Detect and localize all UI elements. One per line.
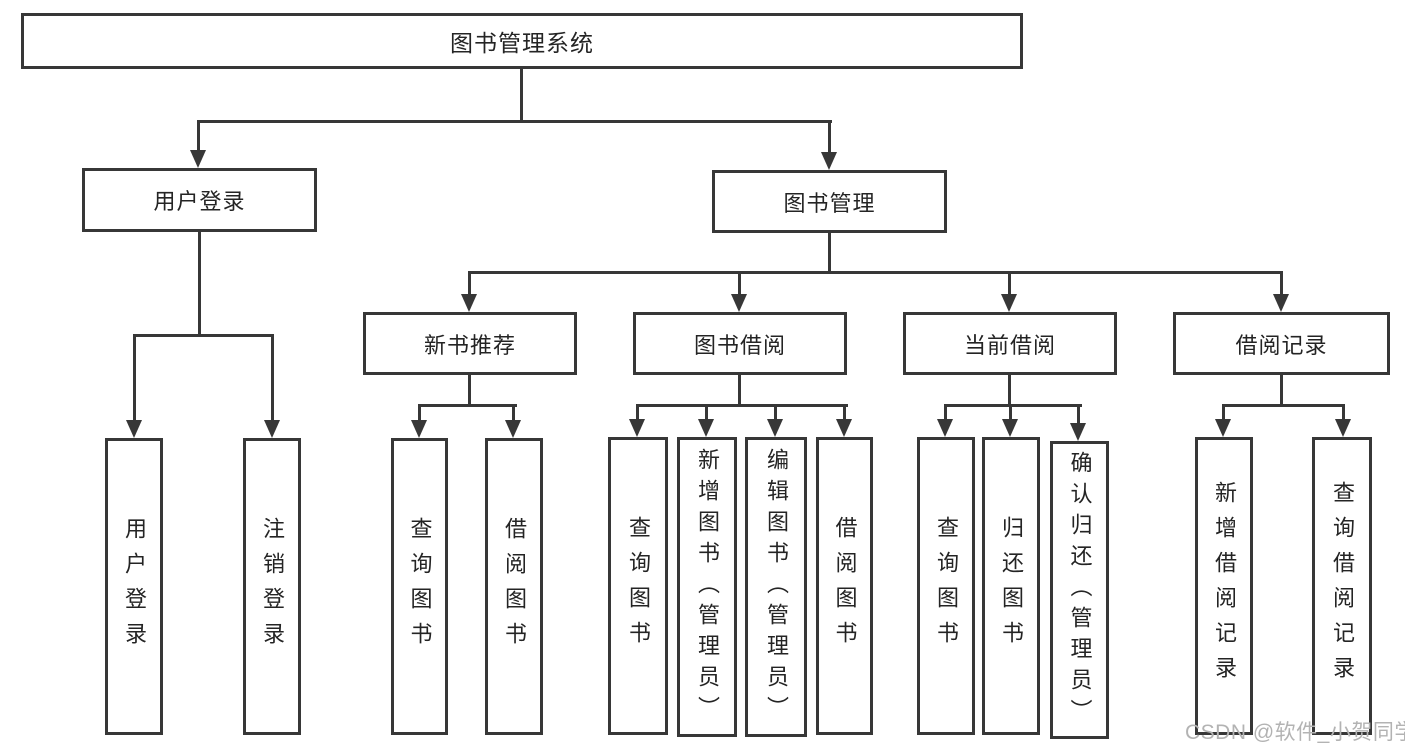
node-user-login-label: 用户登录 [153, 189, 246, 214]
leaf-borrow-books-label: 借阅图书 [832, 516, 858, 656]
leaf-borrow-books: 借阅图书 [816, 437, 873, 735]
arrowhead-down-icon [264, 420, 280, 438]
connector-line [828, 233, 831, 274]
connector-line [774, 404, 777, 421]
node-book-management-label: 图书管理 [783, 190, 876, 216]
node-book-management: 图书管理 [712, 170, 947, 233]
connector-line [738, 375, 741, 407]
connector-line [1342, 404, 1345, 421]
connector-line [197, 120, 832, 123]
arrowhead-down-icon [821, 152, 837, 170]
node-book-borrow-label: 图书借阅 [693, 332, 786, 358]
connector-line [1009, 404, 1012, 421]
node-current-borrow: 当前借阅 [903, 312, 1117, 375]
connector-line [1008, 271, 1011, 296]
arrowhead-down-icon [731, 294, 747, 312]
arrowhead-down-icon [937, 419, 953, 437]
connector-line [705, 404, 708, 421]
connector-line [843, 404, 846, 421]
connector-line [738, 271, 741, 296]
arrowhead-down-icon [1002, 419, 1018, 437]
leaf-return-books-label: 归还图书 [999, 516, 1024, 656]
leaf-add-books-admin-label: 新增图书（管理员） [695, 447, 720, 727]
leaf-add-borrow-record-label: 新增借阅记录 [1212, 481, 1237, 691]
node-borrow-records-label: 借阅记录 [1235, 332, 1328, 358]
leaf-logout: 注销登录 [243, 438, 301, 735]
leaf-recommend-query-books-label: 查询图书 [407, 516, 433, 657]
connector-line [1077, 404, 1080, 425]
connector-line [468, 271, 1283, 274]
leaf-borrow-query-books: 查询图书 [608, 437, 668, 735]
leaf-add-borrow-record: 新增借阅记录 [1195, 437, 1253, 735]
leaf-recommend-borrow-books-label: 借阅图书 [502, 516, 527, 657]
leaf-user-login: 用户登录 [105, 438, 163, 735]
arrowhead-down-icon [1001, 294, 1017, 312]
leaf-add-books-admin: 新增图书（管理员） [677, 437, 737, 737]
connector-line [197, 120, 200, 152]
arrowhead-down-icon [126, 420, 142, 438]
arrowhead-down-icon [836, 419, 852, 437]
node-new-book-recommend-label: 新书推荐 [423, 332, 516, 358]
connector-line [1222, 404, 1345, 407]
connector-line [828, 120, 831, 154]
connector-line [636, 404, 848, 407]
connector-line [944, 404, 947, 421]
connector-line [944, 404, 1082, 407]
connector-line [133, 334, 274, 337]
leaf-borrow-query-books-label: 查询图书 [626, 516, 651, 656]
arrowhead-down-icon [1215, 419, 1231, 437]
connector-line [520, 69, 523, 122]
arrowhead-down-icon [629, 419, 645, 437]
arrowhead-down-icon [505, 420, 521, 438]
leaf-recommend-query-books: 查询图书 [391, 438, 448, 735]
leaf-confirm-return-admin: 确认归还（管理员） [1050, 441, 1109, 739]
arrowhead-down-icon [767, 419, 783, 437]
node-user-login: 用户登录 [82, 168, 317, 232]
node-current-borrow-label: 当前借阅 [963, 332, 1056, 358]
node-borrow-records: 借阅记录 [1173, 312, 1390, 375]
leaf-current-query-books: 查询图书 [917, 437, 975, 735]
leaf-current-query-books-label: 查询图书 [934, 516, 959, 656]
connector-line [468, 375, 471, 407]
leaf-query-borrow-record-label: 查询借阅记录 [1330, 481, 1355, 691]
connector-line [418, 404, 421, 422]
connector-line [271, 334, 274, 422]
arrowhead-down-icon [190, 150, 206, 168]
node-root-label: 图书管理系统 [450, 30, 594, 56]
leaf-edit-books-admin-label: 编辑图书（管理员） [764, 447, 789, 727]
connector-line [468, 271, 471, 296]
connector-line [418, 404, 517, 407]
csdn-watermark: CSDN @软件_小贺同学 [1185, 721, 1405, 744]
leaf-confirm-return-admin-label: 确认归还（管理员） [1067, 450, 1093, 730]
node-book-borrow: 图书借阅 [633, 312, 847, 375]
leaf-query-borrow-record: 查询借阅记录 [1312, 437, 1372, 735]
leaf-user-login-label: 用户登录 [122, 516, 147, 657]
arrowhead-down-icon [411, 420, 427, 438]
leaf-edit-books-admin: 编辑图书（管理员） [745, 437, 807, 737]
connector-line [133, 334, 136, 422]
connector-line [636, 404, 639, 421]
arrowhead-down-icon [1273, 294, 1289, 312]
connector-line [512, 404, 515, 422]
node-root: 图书管理系统 [21, 13, 1023, 69]
leaf-recommend-borrow-books: 借阅图书 [485, 438, 543, 735]
leaf-return-books: 归还图书 [982, 437, 1040, 735]
arrowhead-down-icon [1070, 423, 1086, 441]
arrowhead-down-icon [461, 294, 477, 312]
connector-line [1008, 375, 1011, 407]
connector-line [1280, 375, 1283, 407]
connector-line [1280, 271, 1283, 296]
connector-line [198, 232, 201, 336]
arrowhead-down-icon [1335, 419, 1351, 437]
connector-line [1222, 404, 1225, 421]
arrowhead-down-icon [698, 419, 714, 437]
node-new-book-recommend: 新书推荐 [363, 312, 577, 375]
leaf-logout-label: 注销登录 [260, 516, 285, 657]
